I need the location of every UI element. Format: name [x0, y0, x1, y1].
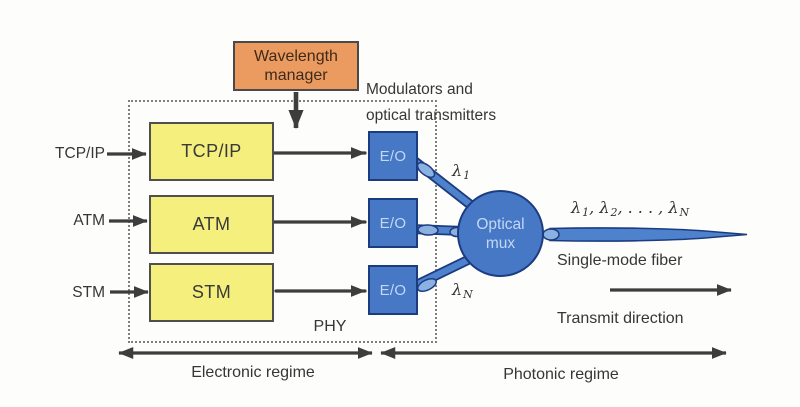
stm-box: STM: [149, 263, 274, 322]
photonic-regime-label: Photonic regime: [503, 366, 619, 383]
electronic-regime-label: Electronic regime: [191, 364, 315, 381]
optical-mux-circle: Optical mux: [457, 190, 544, 277]
lambda-sub: N: [463, 288, 473, 301]
tcpip-box: TCP/IP: [149, 122, 274, 181]
lambda-N-label: λN: [452, 280, 473, 301]
modulators-label: Modulators and optical transmitters: [366, 77, 496, 129]
optical-mux-line2: mux: [485, 234, 516, 252]
lambda-base: , λ: [589, 198, 610, 217]
transmit-direction-label: Transmit direction: [557, 310, 684, 327]
single-mode-fiber-label: Single-mode fiber: [557, 252, 683, 269]
wavelength-manager-line2: manager: [264, 67, 328, 84]
lambda-base: λ: [452, 280, 463, 299]
lambda-base: λ: [452, 161, 463, 180]
lambda-base: λ: [571, 198, 582, 217]
modulators-label-line1: Modulators and: [366, 81, 473, 98]
atm-box: ATM: [149, 195, 274, 254]
optical-mux-line1: Optical: [476, 215, 525, 233]
eo-box-2: E/O: [368, 198, 418, 248]
eo-box-3: E/O: [368, 265, 418, 315]
lambda-sub: 2: [610, 206, 618, 219]
atm-input-label: ATM: [73, 212, 105, 229]
lambda-1-label: λ1: [452, 161, 470, 182]
lambda-sub: 1: [463, 169, 471, 182]
fiber-connectors: [416, 161, 560, 293]
lambda-sub: N: [679, 206, 690, 219]
tcpip-input-label: TCP/IP: [55, 145, 105, 162]
fiber-wavelengths-label: λ1, λ2, . . . , λN: [571, 198, 689, 219]
eo-box-1: E/O: [368, 131, 418, 181]
single-mode-fiber-shape: [549, 227, 748, 242]
lambda-sub: 1: [582, 206, 590, 219]
lambda-base: , . . . , λ: [617, 198, 679, 217]
stm-input-label: STM: [72, 284, 105, 301]
wavelength-manager-box: Wavelength manager: [233, 41, 359, 91]
wavelength-manager-line1: Wavelength: [254, 48, 338, 65]
modulators-label-line2: optical transmitters: [366, 107, 497, 124]
phy-label: PHY: [313, 318, 347, 335]
